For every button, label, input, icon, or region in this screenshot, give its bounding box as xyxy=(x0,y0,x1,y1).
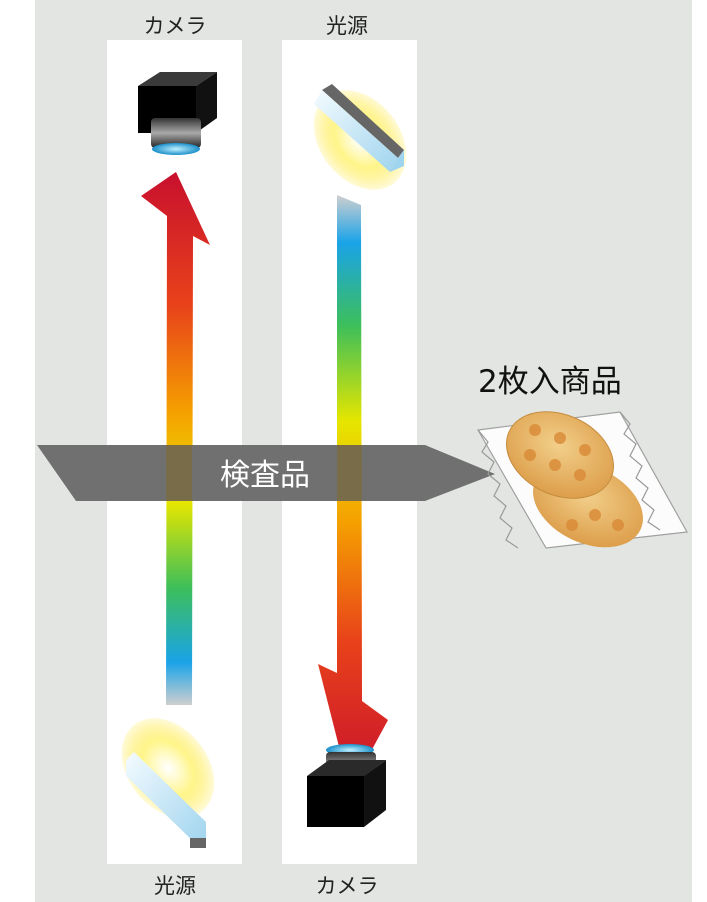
light-source-icon xyxy=(313,84,407,190)
inspection-band xyxy=(37,445,495,501)
light-source-icon xyxy=(121,718,215,848)
camera-icon xyxy=(138,72,217,155)
cracker-package-icon xyxy=(477,411,688,549)
camera-label-top: カメラ xyxy=(143,14,207,38)
camera-icon xyxy=(307,744,386,827)
camera-label-bottom: カメラ xyxy=(315,874,379,898)
light-path-up-arrow xyxy=(141,172,210,705)
product-label: 2枚入商品 xyxy=(478,364,622,400)
light-source-label-bottom: 光源 xyxy=(154,874,196,898)
light-source-label-top: 光源 xyxy=(326,14,368,38)
inspection-item-label: 検査品 xyxy=(220,458,310,493)
